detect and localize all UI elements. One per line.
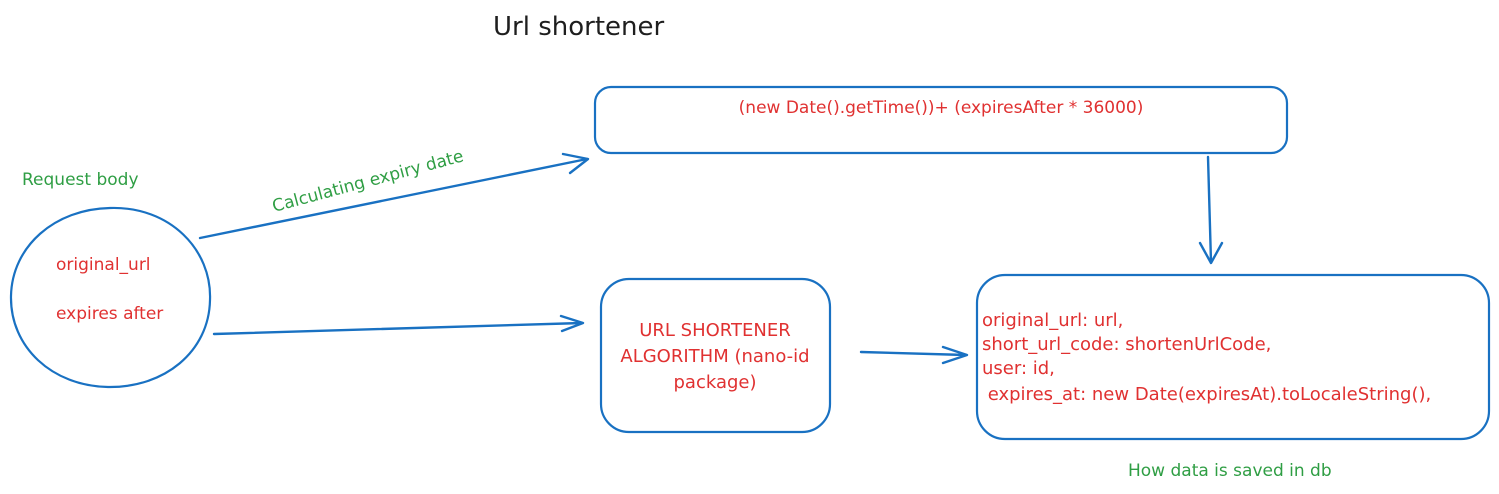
arrow-line [198,157,589,240]
arrow-to-db-box-from-expiry [1198,155,1224,265]
arrow-to-db-box-from-algorithm [859,345,969,365]
arrow-to-expiry-box [198,152,590,240]
algorithm-line-2: ALGORITHM (nano-id [620,346,809,367]
algorithm-line-3: package) [673,372,756,393]
original-url-field: original_url [56,255,151,275]
arrow-line [1206,155,1213,264]
db-field-short-url-code: short_url_code: shortenUrlCode, [982,334,1271,355]
arrow-line [859,350,968,357]
db-record-box: original_url: url, short_url_code: short… [975,273,1491,441]
expiry-formula: (new Date().getTime())+ (expiresAfter * … [739,98,1144,118]
calculating-expiry-label: Calculating expiry date [270,146,466,216]
db-field-expires-at: expires_at: new Date(expiresAt).toLocale… [982,384,1431,405]
expiry-date-box: (new Date().getTime())+ (expiresAfter * … [593,85,1289,155]
arrow-head [561,152,590,175]
algorithm-box-border [599,277,832,434]
arrow-head [1198,241,1224,265]
arrow-to-algorithm-box [212,314,585,336]
expires-after-field: expires after [56,304,163,324]
algorithm-line-1: URL SHORTENER [639,320,790,341]
diagram-title: Url shortener [493,12,664,42]
request-body-circle [9,206,212,389]
expiry-date-box-border [593,85,1289,155]
db-field-original-url: original_url: url, [982,310,1123,331]
request-body-label: Request body [22,170,139,190]
request-body-node: original_url expires after [9,206,212,389]
arrow-head [559,314,585,333]
db-field-user: user: id, [982,358,1055,379]
arrow-head [941,345,969,365]
arrow-line [212,321,584,336]
algorithm-box: URL SHORTENER ALGORITHM (nano-id package… [599,277,832,434]
saved-in-db-label: How data is saved in db [1128,461,1332,481]
db-record-box-border [975,273,1491,441]
